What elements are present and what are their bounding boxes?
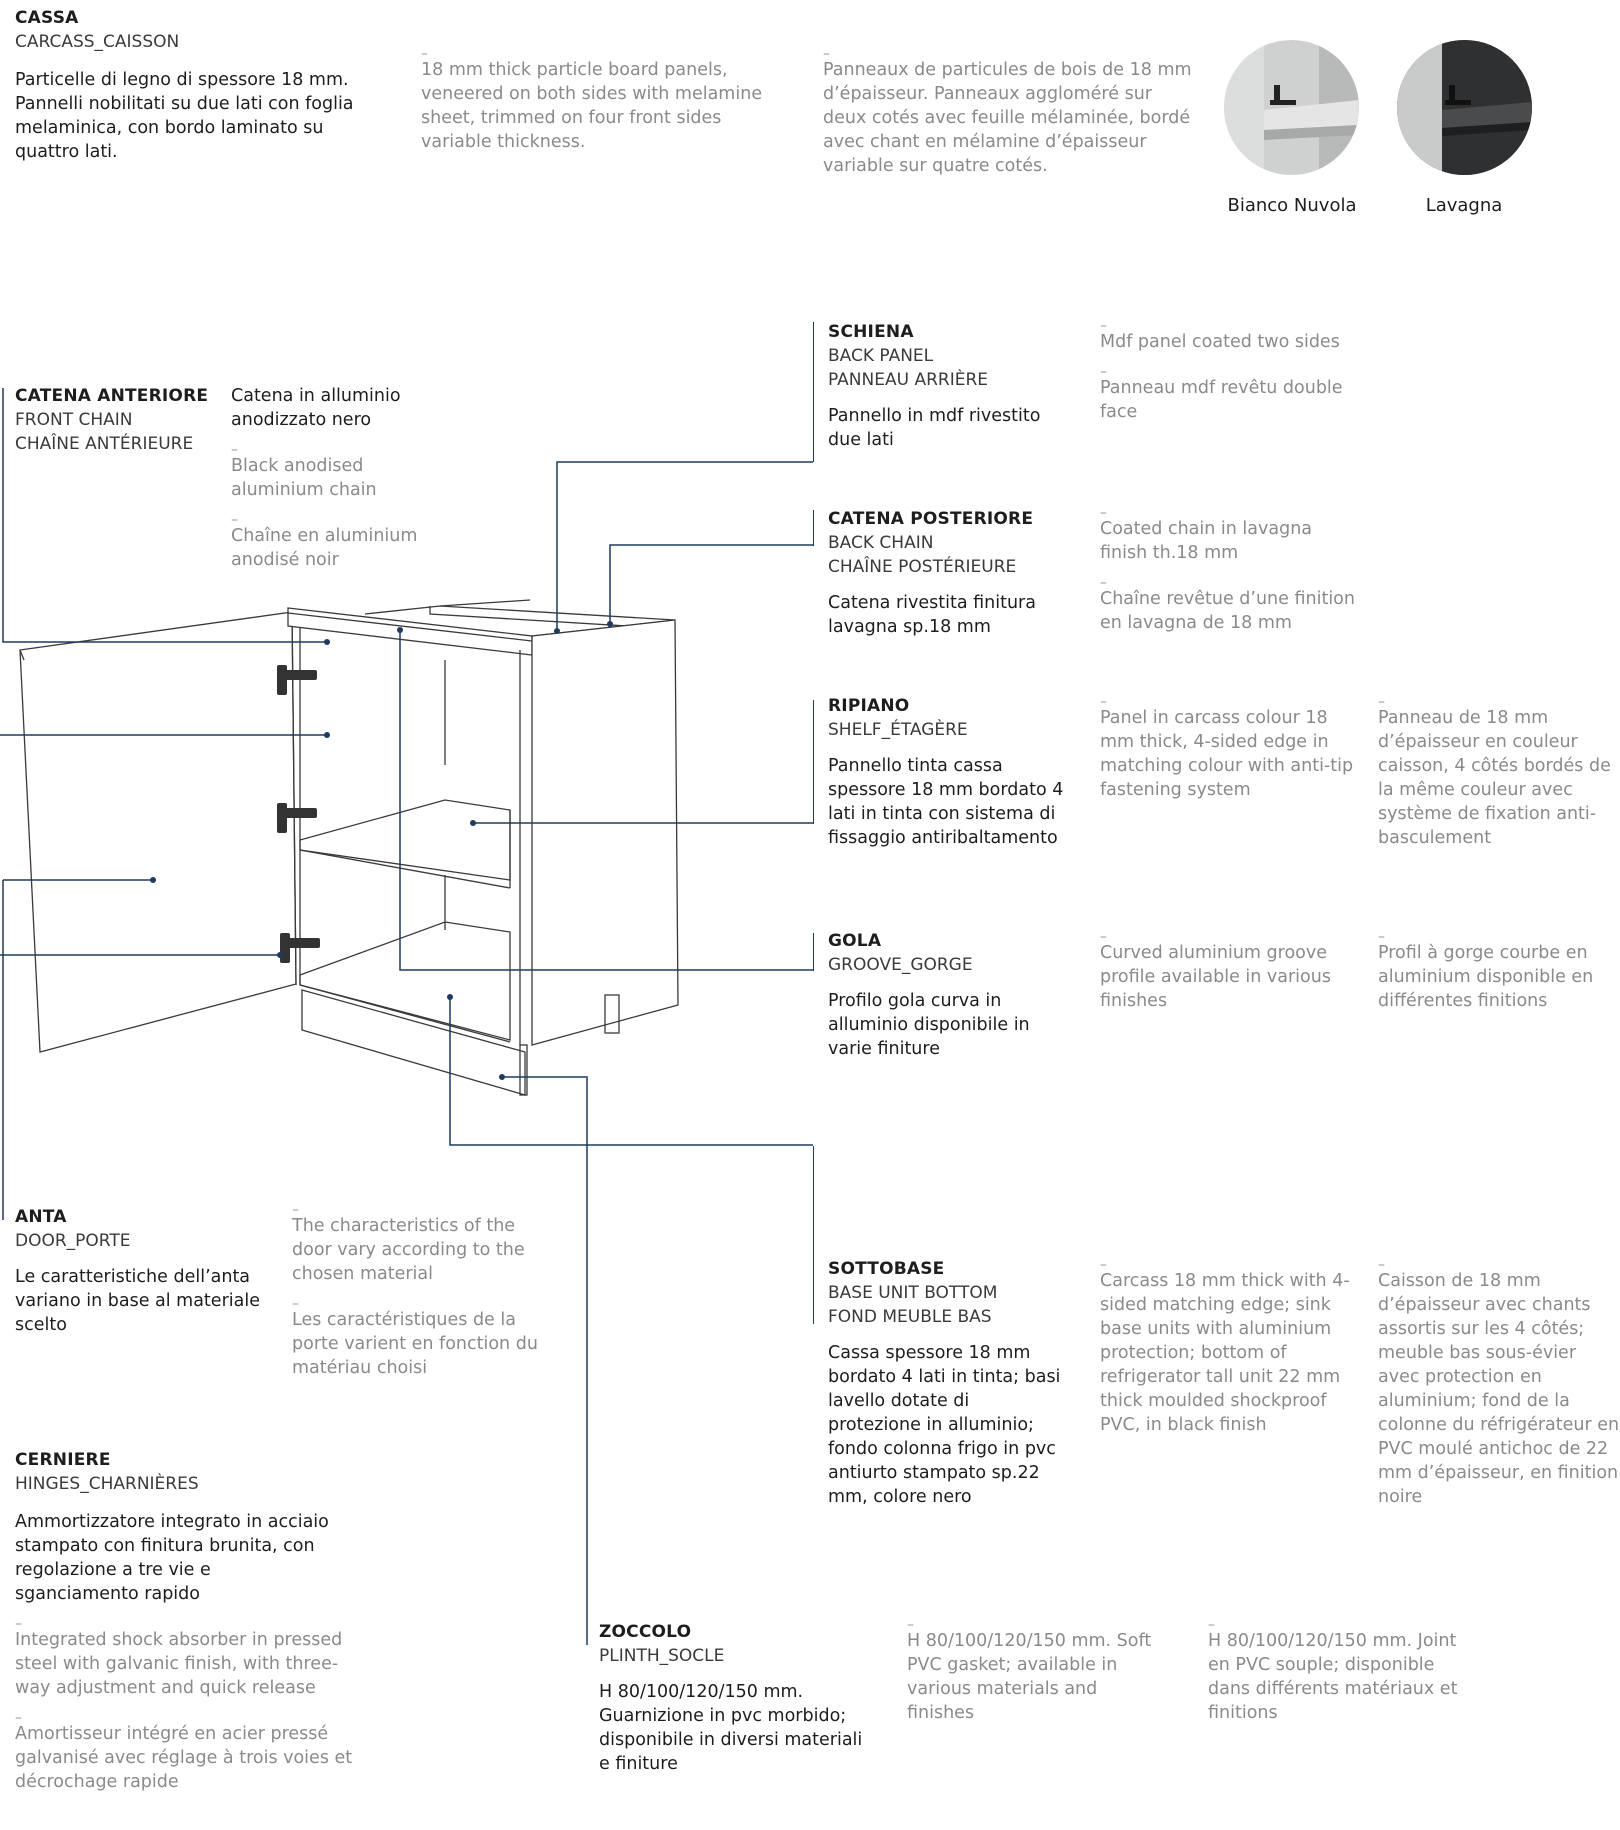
cabinet-drawing — [19, 599, 679, 1096]
cerniere-title: CERNIERE — [15, 1450, 111, 1470]
sottobase-text-it: Cassa spessore 18 mm bordato 4 lati in t… — [828, 1343, 1061, 1507]
schiena-text-it: Pannello in mdf rivestito due lati — [828, 406, 1041, 450]
sottobase-text-fr: – Caisson de 18 mm d’épaisseur avec chan… — [1378, 1257, 1620, 1507]
cassa-text-it: Particelle di legno di spessore 18 mm. P… — [15, 70, 354, 162]
zoccolo-text-en: – H 80/100/120/150 mm. Soft PVC gasket; … — [907, 1617, 1152, 1723]
catena-anteriore-texts: Catena in alluminio anodizzato nero – Bl… — [231, 386, 418, 570]
gola-text-it: Profilo gola curva in alluminio disponib… — [828, 991, 1030, 1059]
hinge-icons — [277, 665, 320, 963]
zoccolo-title: ZOCCOLO — [599, 1622, 692, 1642]
zoccolo-text-fr: – H 80/100/120/150 mm. Joint en PVC soup… — [1208, 1617, 1458, 1723]
finish-label-lavagna: Lavagna — [1425, 195, 1503, 216]
gola-section: GOLA GROOVE_GORGE Profilo gola curva in … — [828, 929, 1068, 1061]
catena-posteriore-title: CATENA POSTERIORE — [828, 509, 1034, 529]
ripiano-text-it: Pannello tinta cassa spessore 18 mm bord… — [828, 756, 1064, 848]
anta-title: ANTA — [15, 1207, 67, 1227]
sottobase-section: SOTTOBASE BASE UNIT BOTTOM FOND MEUBLE B… — [828, 1257, 1063, 1509]
zoccolo-section: ZOCCOLO PLINTH_SOCLE H 80/100/120/150 mm… — [599, 1620, 869, 1776]
schiena-section: SCHIENA BACK PANEL PANNEAU ARRIÈRE Panne… — [828, 320, 1068, 452]
ripiano-title: RIPIANO — [828, 696, 910, 716]
cassa-subtitle: CARCASS_CAISSON — [15, 32, 180, 52]
catena-anteriore-title: CATENA ANTERIORE — [15, 386, 209, 406]
anta-section: ANTA DOOR_PORTE Le caratteristiche dell’… — [15, 1207, 260, 1335]
leader-lines — [0, 388, 813, 1645]
cassa-section: CASSA CARCASS_CAISSON Particelle di legn… — [15, 6, 365, 164]
finish-label-bianco-nuvola: Bianco Nuvola — [1227, 195, 1357, 216]
ripiano-text-fr: – Panneau de 18 mm d’épaisseur en couleu… — [1378, 694, 1611, 848]
gola-text-fr: – Profil à gorge courbe en aluminium dis… — [1378, 929, 1594, 1011]
sottobase-title: SOTTOBASE — [828, 1259, 945, 1279]
cassa-text-en-block: – 18 mm thick particle board panels, ven… — [421, 47, 791, 154]
cerniere-text-it: Ammortizzatore integrato in acciaio stam… — [15, 1512, 329, 1604]
gola-text-en: – Curved aluminium groove profile availa… — [1100, 929, 1331, 1011]
cerniere-section: CERNIERE HINGES_CHARNIÈRES Ammortizzator… — [15, 1448, 375, 1794]
anta-text-en-fr: – The characteristics of the door vary a… — [292, 1202, 538, 1378]
schiena-title: SCHIENA — [828, 322, 914, 342]
gola-title: GOLA — [828, 931, 882, 951]
leader-dots — [150, 621, 613, 1080]
schiena-text-en-fr: – Mdf panel coated two sides – Panneau m… — [1100, 318, 1343, 422]
cassa-text-en: 18 mm thick particle board panels, venee… — [421, 60, 763, 152]
anta-text-it: Le caratteristiche dell’anta variano in … — [15, 1267, 260, 1335]
cassa-title: CASSA — [15, 8, 79, 28]
catena-anteriore-section: CATENA ANTERIORE FRONT CHAIN CHAÎNE ANTÉ… — [15, 384, 215, 456]
ripiano-text-en: – Panel in carcass colour 18 mm thick, 4… — [1100, 694, 1354, 800]
sottobase-text-en: – Carcass 18 mm thick with 4-sided match… — [1100, 1257, 1350, 1435]
catena-posteriore-section: CATENA POSTERIORE BACK CHAIN CHAÎNE POST… — [828, 507, 1073, 639]
catena-posteriore-text-en-fr: – Coated chain in lavagna finish th.18 m… — [1100, 505, 1355, 633]
catena-posteriore-text-it: Catena rivestita finitura lavagna sp.18 … — [828, 593, 1036, 637]
zoccolo-text-it: H 80/100/120/150 mm. Guarnizione in pvc … — [599, 1682, 863, 1774]
cassa-text-fr: Panneaux de particules de bois de 18 mm … — [823, 60, 1192, 176]
ripiano-section: RIPIANO SHELF_ÉTAGÈRE Pannello tinta cas… — [828, 694, 1073, 850]
cassa-text-fr-block: – Panneaux de particules de bois de 18 m… — [823, 46, 1192, 176]
